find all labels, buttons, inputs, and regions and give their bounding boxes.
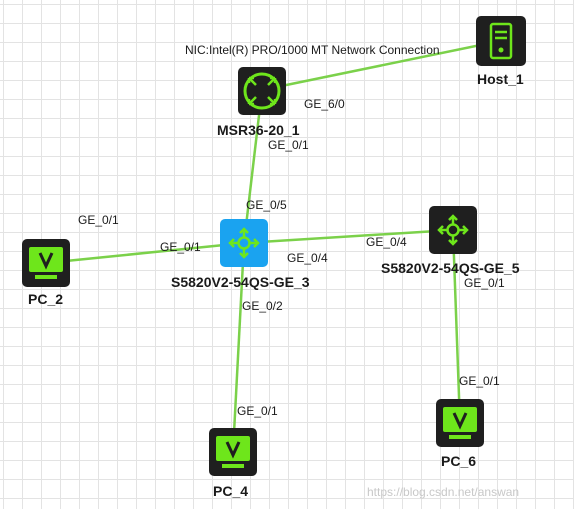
device-pc-4[interactable] — [209, 428, 257, 476]
device-host-1[interactable] — [476, 16, 526, 66]
device-pc-6[interactable] — [436, 399, 484, 447]
port-label-pc6-ge-0-1: GE_0/1 — [459, 374, 500, 388]
device-name-pc-4: PC_4 — [213, 483, 248, 499]
server-icon — [476, 16, 526, 66]
watermark: https://blog.csdn.net/answan — [367, 485, 519, 499]
device-msr36-20-1[interactable] — [238, 67, 286, 115]
switch-icon — [220, 219, 268, 267]
device-name-pc-2: PC_2 — [28, 291, 63, 307]
port-label-msr-ge-6-0: GE_6/0 — [304, 97, 345, 111]
port-label-sw3-ge-0-4: GE_0/4 — [287, 251, 328, 265]
links — [45, 39, 501, 453]
link-msr-host[interactable] — [261, 39, 501, 92]
device-switch-3[interactable] — [220, 219, 268, 267]
switch-icon — [429, 206, 477, 254]
link-switch5-pc6[interactable] — [451, 229, 462, 425]
link-switch3-switch5[interactable] — [243, 228, 454, 245]
device-switch-5[interactable] — [429, 206, 477, 254]
device-name-msr36-20-1: MSR36-20_1 — [217, 122, 300, 138]
port-label-sw3-ge-0-5: GE_0/5 — [246, 198, 287, 212]
device-name-switch-3: S5820V2-54QS-GE_3 — [171, 274, 310, 290]
port-label-sw5-ge-0-4: GE_0/4 — [366, 235, 407, 249]
port-label-sw3-ge-0-2: GE_0/2 — [242, 299, 283, 313]
link-pc2-switch3[interactable] — [45, 241, 245, 265]
device-name-pc-6: PC_6 — [441, 453, 476, 469]
link-msr-switch3[interactable] — [242, 89, 264, 244]
device-pc-2[interactable] — [22, 239, 70, 287]
link-switch3-pc4[interactable] — [231, 242, 246, 453]
device-name-switch-5: S5820V2-54QS-GE_5 — [381, 260, 520, 276]
port-label-pc2-ge-0-1: GE_0/1 — [78, 213, 119, 227]
port-label-host-nic: NIC:Intel(R) PRO/1000 MT Network Connect… — [185, 43, 440, 57]
port-label-sw3-ge-0-1: GE_0/1 — [160, 240, 201, 254]
port-label-pc4-ge-0-1: GE_0/1 — [237, 404, 278, 418]
port-label-sw5-ge-0-1: GE_0/1 — [464, 276, 505, 290]
port-label-msr-ge-0-1: GE_0/1 — [268, 138, 309, 152]
device-name-host-1: Host_1 — [477, 71, 524, 87]
